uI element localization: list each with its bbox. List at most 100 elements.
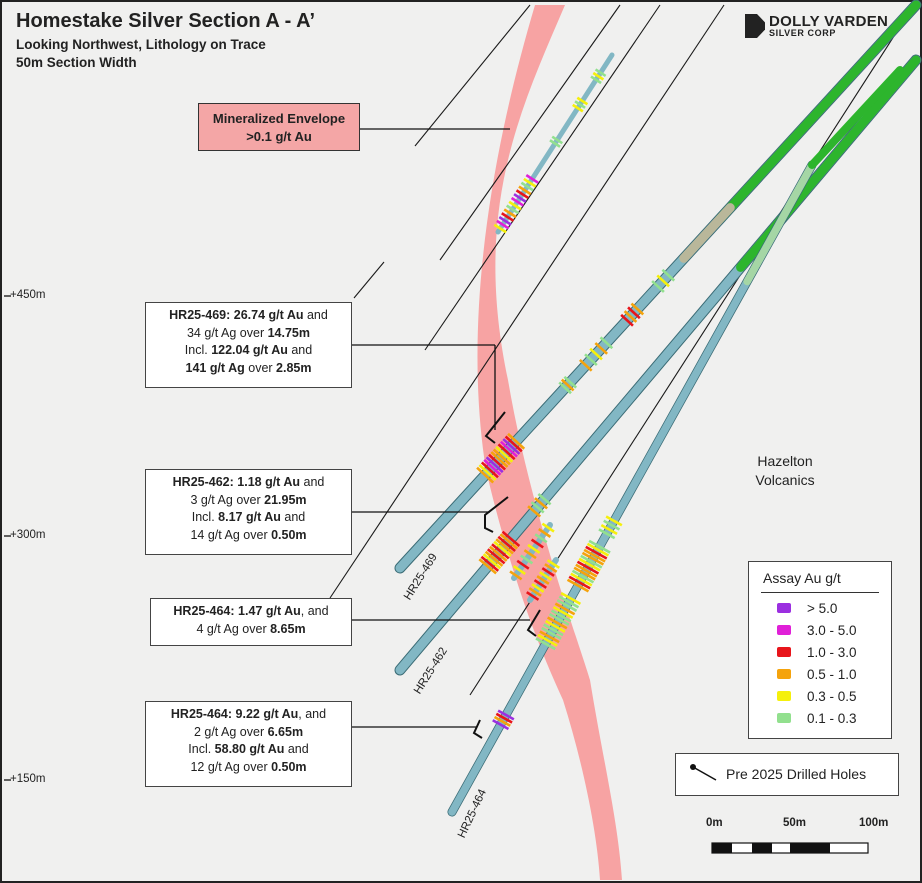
assay-interval	[560, 378, 575, 392]
assay-interval	[536, 575, 550, 585]
assay-interval	[571, 569, 595, 584]
assay-interval	[508, 200, 522, 211]
scale-bar-segment	[790, 843, 830, 853]
scale-bar-segment	[752, 843, 772, 853]
scale-label-100: 100m	[859, 817, 889, 829]
legend-swatch-orange	[777, 669, 791, 679]
hole-hr25-469-green	[715, 0, 921, 224]
assay-interval	[534, 497, 548, 510]
assay-interval	[480, 555, 500, 572]
assay-interval	[485, 456, 504, 474]
assay-interval	[498, 215, 512, 226]
envelope-label-line-2: >0.1 g/t Au	[246, 129, 312, 144]
assay-interval	[505, 204, 520, 215]
assay-interval	[558, 595, 580, 609]
assay-interval	[510, 196, 525, 207]
assay-interval	[478, 558, 497, 575]
assay-interval	[578, 557, 601, 572]
annotation-hr25-464-lower: HR25-464: 9.22 g/t Au, and 2 g/t Ag over…	[145, 701, 352, 787]
assay-interval	[581, 551, 605, 566]
assay-interval	[568, 575, 591, 590]
assay-interval	[493, 540, 512, 557]
assay-interval	[527, 543, 541, 554]
assay-interval	[496, 219, 510, 230]
assay-interval	[520, 181, 534, 192]
assay-interval	[492, 448, 511, 466]
assay-interval	[535, 637, 556, 651]
assay-interval	[530, 501, 545, 514]
subtitle-view: Looking Northwest, Lithology on Trace	[16, 37, 266, 52]
legend-item: 1.0 - 3.0	[777, 642, 857, 662]
assay-interval	[518, 185, 532, 196]
elevation-ticks	[4, 295, 11, 781]
pre-2025-legend: Pre 2025 Drilled Holes	[675, 753, 899, 796]
assay-interval	[623, 310, 638, 323]
assay-interval	[572, 103, 584, 113]
assay-interval	[482, 553, 502, 570]
pre-2025-hole-trace	[353, 261, 385, 299]
assay-interval	[499, 440, 518, 458]
assay-interval	[523, 177, 537, 188]
envelope-label: Mineralized Envelope >0.1 g/t Au	[198, 103, 360, 151]
assay-interval	[489, 545, 508, 562]
assay-interval	[651, 280, 665, 293]
logo-line-2: SILVER CORP	[769, 28, 836, 38]
assay-interval	[499, 533, 519, 550]
drilled-hole-icon	[690, 764, 717, 781]
assay-interval	[523, 549, 537, 560]
assay-interval	[480, 461, 499, 479]
assay-interval	[507, 432, 526, 450]
legend-title: Assay Au g/t	[763, 570, 841, 586]
assay-interval	[486, 548, 506, 565]
assay-interval	[530, 538, 544, 549]
assay-interval	[574, 100, 586, 109]
assay-interval	[493, 715, 511, 727]
assay-interval	[501, 530, 521, 547]
assay-interval	[551, 135, 564, 145]
assay-interval	[476, 466, 495, 484]
pre-2025-hole-trace	[414, 4, 531, 147]
assay-interval	[495, 538, 514, 555]
legend-swatch-lightgreen	[777, 713, 791, 723]
assay-interval	[630, 302, 645, 316]
assay-interval	[537, 633, 558, 647]
annotation-hr25-462: HR25-462: 1.18 g/t Au and 3 g/t Ag over …	[145, 469, 352, 555]
assay-interval	[495, 712, 513, 724]
assay-interval	[592, 71, 605, 81]
hole-hr25-464-lightgreen	[743, 161, 816, 286]
assay-interval	[556, 598, 578, 612]
assay-interval	[531, 583, 545, 593]
assay-interval	[513, 193, 527, 203]
legend-swatch-red	[777, 647, 791, 657]
leader-lines	[352, 128, 541, 739]
mineralized-envelope	[477, 5, 622, 880]
assay-interval	[584, 353, 598, 367]
logo-line-1: DOLLY VARDEN	[769, 13, 889, 30]
assay-interval	[491, 543, 510, 560]
assay-interval	[546, 559, 560, 569]
assay-interval	[539, 571, 553, 581]
assay-interval	[627, 306, 641, 320]
legend-item: 0.5 - 1.0	[777, 664, 857, 684]
assay-interval	[620, 313, 634, 327]
assay-interval	[558, 381, 572, 395]
legend-item: 0.1 - 0.3	[777, 708, 857, 728]
assay-interval	[488, 453, 507, 471]
annotation-hr25-469: HR25-469: 26.74 g/t Au and 34 g/t Ag ove…	[145, 302, 352, 388]
rock-unit-label: Hazelton Volcanics	[755, 453, 815, 488]
company-logo: DOLLY VARDEN SILVER CORP	[745, 14, 888, 38]
assay-interval	[528, 587, 542, 597]
scale-bar	[711, 842, 869, 854]
assay-interval	[573, 566, 596, 581]
assay-interval	[497, 443, 516, 461]
assay-interval	[541, 567, 555, 577]
elevation-label-300: +300m	[10, 529, 46, 541]
assay-interval	[497, 709, 515, 721]
assay-interval	[537, 493, 552, 506]
annotation-hr25-464-upper: HR25-464: 1.47 g/t Au, and 4 g/t Ag over…	[150, 598, 352, 646]
envelope-label-line-1: Mineralized Envelope	[212, 111, 346, 126]
scale-bar-segment	[712, 843, 732, 853]
legend-item: > 5.0	[777, 598, 837, 618]
intercept-bracket	[484, 496, 509, 533]
